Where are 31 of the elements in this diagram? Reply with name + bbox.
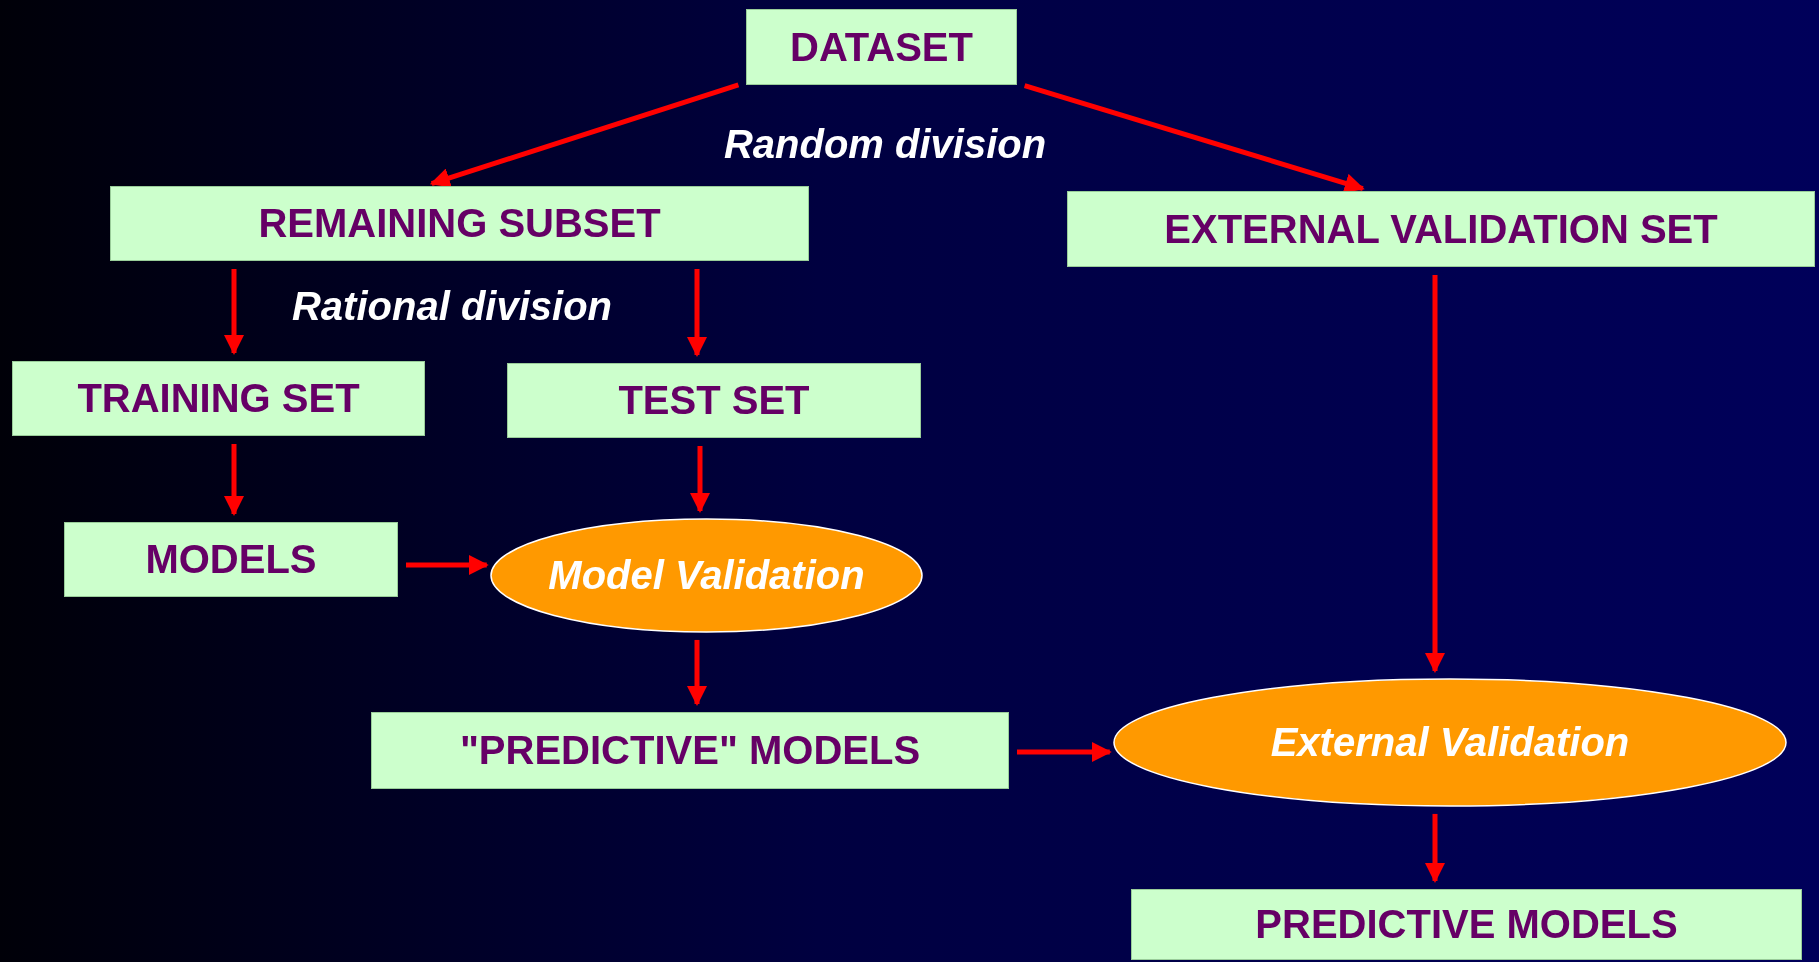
step-label: External Validation: [1270, 720, 1630, 765]
box-label: MODELS: [145, 537, 317, 582]
arrow: [1017, 742, 1112, 762]
process-box: [1131, 889, 1802, 960]
process-box: [110, 186, 809, 261]
process-box: [1067, 191, 1815, 267]
box-label: PREDICTIVE MODELS: [1255, 902, 1678, 947]
arrow: [1425, 275, 1445, 674]
box-label: REMAINING SUBSET: [258, 201, 661, 246]
arrow: [406, 555, 489, 575]
arrow: [1023, 83, 1365, 193]
arrow: [1425, 813, 1445, 883]
box-label: "PREDICTIVE" MODELS: [459, 728, 921, 773]
arrow: [224, 269, 244, 355]
box-label: TRAINING SET: [77, 376, 360, 421]
step-label: Model Validation: [548, 553, 865, 598]
arrow: [224, 444, 244, 516]
box-label: TEST SET: [618, 378, 810, 423]
process-box: [507, 363, 921, 438]
process-box: [371, 712, 1009, 789]
box-label: DATASET: [790, 24, 973, 70]
process-box: [12, 361, 425, 436]
division-note: Random division: [723, 121, 1047, 167]
box-label: EXTERNAL VALIDATION SET: [1164, 206, 1718, 252]
arrow: [690, 446, 710, 514]
arrow: [687, 639, 707, 706]
division-note: Rational division: [291, 283, 612, 329]
process-box: [64, 522, 398, 597]
arrow: [429, 82, 740, 188]
process-box: [746, 9, 1017, 85]
arrow: [687, 269, 707, 357]
